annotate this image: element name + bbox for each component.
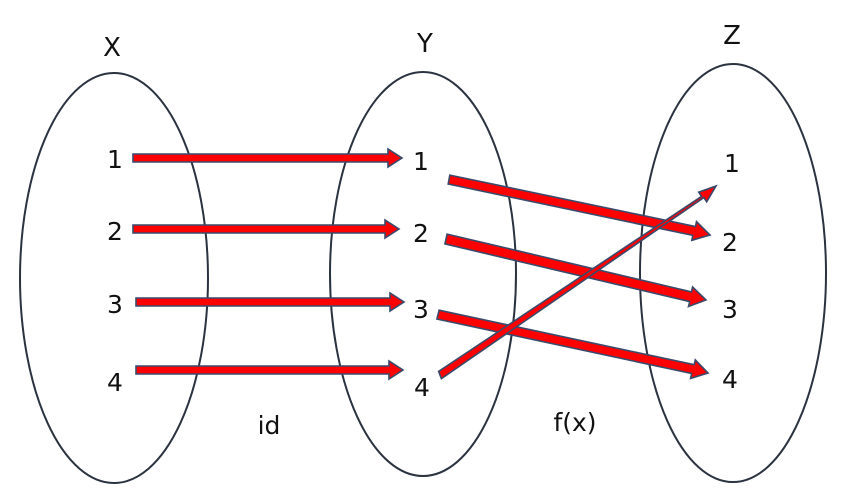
mapping-f-label: f(x)	[553, 408, 596, 437]
set-z-element-2: 2	[722, 228, 738, 257]
set-y-element-1: 1	[413, 147, 429, 176]
set-z-title: Z	[723, 21, 741, 51]
arrow-id-2-to-2	[132, 218, 401, 240]
arrow-id-4-to-4	[135, 359, 405, 381]
arrow-f-4-to-1	[437, 184, 718, 380]
set-z-ellipse	[639, 63, 827, 483]
set-y-element-3: 3	[413, 295, 429, 324]
arrow-id-1-to-1	[132, 147, 404, 169]
arrow-id-3-to-3	[135, 291, 406, 313]
set-y-element-4: 4	[414, 373, 430, 402]
set-z-element-3: 3	[722, 295, 738, 324]
set-y-title: Y	[416, 29, 433, 59]
set-x-title: X	[103, 33, 121, 63]
set-x-element-2: 2	[107, 217, 123, 246]
set-z-element-4: 4	[722, 365, 738, 394]
mapping-id-label: id	[258, 411, 281, 440]
arrow-f-3-to-4	[435, 309, 710, 380]
set-x-element-3: 3	[107, 290, 123, 319]
set-y-ellipse	[329, 71, 517, 477]
set-x-ellipse	[19, 72, 209, 484]
arrow-f-1-to-2	[447, 174, 712, 242]
set-x-element-4: 4	[107, 368, 123, 397]
set-x-element-1: 1	[107, 145, 123, 174]
set-y-element-2: 2	[413, 219, 429, 248]
arrow-f-2-to-3	[443, 233, 708, 308]
set-z-element-1: 1	[724, 149, 740, 178]
